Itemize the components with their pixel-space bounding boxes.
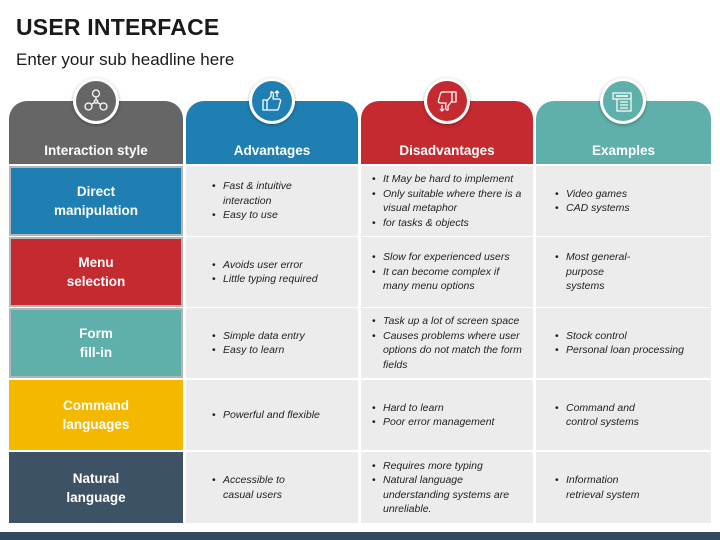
list-item: Personal loan processing (554, 343, 684, 358)
header-examples: Examples (536, 101, 711, 164)
examples-list: Command and control systems (554, 401, 654, 430)
disadvantages-list: Task up a lot of screen space Causes pro… (371, 314, 531, 372)
disadvantages-list: Hard to learn Poor error management (371, 401, 494, 430)
page-subtitle: Enter your sub headline here (16, 50, 235, 69)
footer-bar (0, 532, 720, 540)
examples-list: Most general-purpose systems (554, 250, 638, 294)
disadvantages-cell: Task up a lot of screen space Causes pro… (361, 308, 533, 378)
list-item: Slow for experienced users (371, 250, 511, 265)
examples-cell: Video games CAD systems (536, 166, 711, 236)
header-label: Interaction style (44, 143, 148, 158)
examples-cell: Most general-purpose systems (536, 237, 711, 307)
list-item: Easy to learn (211, 343, 305, 358)
row-label-menu-selection: Menu selection (9, 237, 183, 307)
advantages-cell: Simple data entry Easy to learn (186, 308, 358, 378)
disadvantages-cell: Requires more typing Natural language un… (361, 452, 533, 523)
advantages-list: Powerful and flexible (211, 408, 320, 423)
list-item: Poor error management (371, 415, 494, 430)
thumbs-down-icon-badge (424, 78, 470, 124)
example-document-icon-badge (600, 78, 646, 124)
list-item: It can become complex if many menu optio… (371, 265, 511, 294)
people-network-icon (76, 81, 116, 121)
list-item: CAD systems (554, 201, 630, 216)
advantages-list: Avoids user error Little typing required (211, 258, 318, 287)
disadvantages-list: It May be hard to implement Only suitabl… (371, 172, 529, 230)
thumbs-up-icon (252, 81, 292, 121)
advantages-list: Accessible to casual users (211, 473, 301, 502)
header-label: Examples (591, 143, 656, 158)
list-item: Most general-purpose systems (554, 250, 638, 294)
header-label: Advantages (233, 143, 311, 158)
list-item: Simple data entry (211, 329, 305, 344)
disadvantages-cell: It May be hard to implement Only suitabl… (361, 166, 533, 236)
list-item: Causes problems where user options do no… (371, 329, 531, 373)
list-item: Natural language understanding systems a… (371, 473, 511, 517)
advantages-cell: Avoids user error Little typing required (186, 237, 358, 307)
thumbs-down-icon (427, 81, 467, 121)
list-item: Video games (554, 187, 630, 202)
disadvantages-cell: Hard to learn Poor error management (361, 380, 533, 450)
example-document-icon (603, 81, 643, 121)
examples-cell: Information retrieval system (536, 452, 711, 523)
disadvantages-list: Slow for experienced users It can become… (371, 250, 511, 294)
row-label-command-languages: Command languages (9, 380, 183, 450)
row-label-form-fill-in: Form fill-in (9, 308, 183, 378)
examples-cell: Command and control systems (536, 380, 711, 450)
list-item: Task up a lot of screen space (371, 314, 531, 329)
examples-list: Information retrieval system (554, 473, 654, 502)
list-item: Command and control systems (554, 401, 654, 430)
header-label: Disadvantages (399, 143, 495, 158)
list-item: Only suitable where there is a visual me… (371, 187, 529, 216)
list-item: for tasks & objects (371, 216, 529, 231)
list-item: Avoids user error (211, 258, 318, 273)
people-network-icon-badge (73, 78, 119, 124)
advantages-list: Fast & intuitive interaction Easy to use (211, 179, 321, 223)
disadvantages-cell: Slow for experienced users It can become… (361, 237, 533, 307)
list-item: It May be hard to implement (371, 172, 529, 187)
disadvantages-list: Requires more typing Natural language un… (371, 459, 511, 517)
page-title: USER INTERFACE (16, 14, 220, 40)
advantages-cell: Fast & intuitive interaction Easy to use (186, 166, 358, 236)
examples-list: Video games CAD systems (554, 187, 630, 216)
advantages-cell: Accessible to casual users (186, 452, 358, 523)
row-label-natural-language: Natural language (9, 452, 183, 523)
list-item: Stock control (554, 329, 684, 344)
list-item: Hard to learn (371, 401, 494, 416)
examples-list: Stock control Personal loan processing (554, 329, 684, 358)
list-item: Powerful and flexible (211, 408, 320, 423)
advantages-cell: Powerful and flexible (186, 380, 358, 450)
list-item: Requires more typing (371, 459, 511, 474)
list-item: Information retrieval system (554, 473, 654, 502)
examples-cell: Stock control Personal loan processing (536, 308, 711, 378)
list-item: Little typing required (211, 272, 318, 287)
row-label-direct-manipulation: Direct manipulation (9, 166, 183, 236)
header-disadvantages: Disadvantages (361, 101, 533, 164)
thumbs-up-icon-badge (249, 78, 295, 124)
list-item: Easy to use (211, 208, 321, 223)
advantages-list: Simple data entry Easy to learn (211, 329, 305, 358)
list-item: Fast & intuitive interaction (211, 179, 321, 208)
list-item: Accessible to casual users (211, 473, 301, 502)
